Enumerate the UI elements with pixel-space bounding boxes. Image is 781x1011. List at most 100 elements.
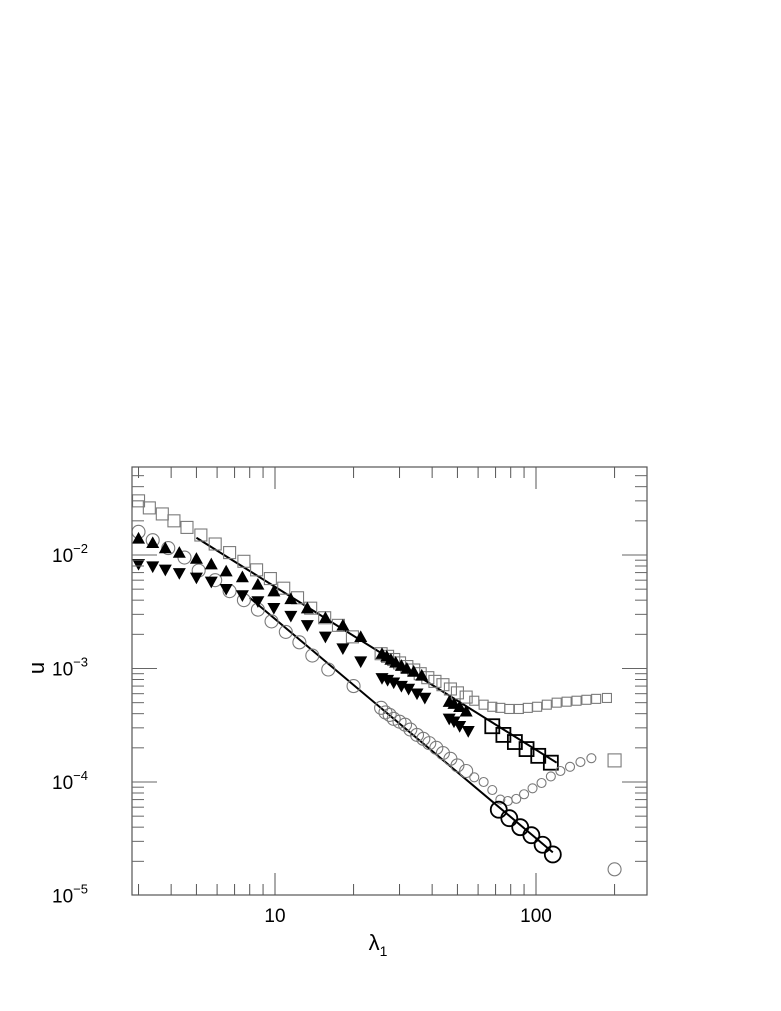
circle-marker	[607, 862, 622, 877]
plot-area	[131, 494, 622, 877]
circle-marker	[511, 793, 522, 804]
square-marker	[277, 581, 291, 595]
square-marker	[607, 753, 622, 768]
triangle-up-marker	[158, 541, 172, 554]
y-tick-label: 10−3	[52, 655, 88, 681]
circle-marker	[522, 826, 541, 845]
triangle-up-marker	[284, 592, 298, 605]
square-marker	[208, 537, 222, 551]
triangle-up-marker	[251, 577, 265, 590]
triangle-down-marker	[300, 620, 314, 632]
square-marker	[522, 702, 533, 713]
square-marker	[194, 528, 208, 542]
square-marker	[571, 695, 582, 706]
triangle-up-marker	[318, 611, 332, 623]
triangle-up-marker	[415, 668, 429, 681]
square-marker	[436, 678, 450, 692]
circle-marker	[564, 761, 576, 772]
triangle-up-marker	[172, 546, 186, 558]
square-marker	[180, 520, 194, 534]
triangle-up-marker	[267, 584, 281, 597]
triangle-down-marker	[267, 602, 281, 615]
triangle-down-marker	[172, 568, 186, 580]
triangle-down-marker	[402, 683, 416, 696]
square-marker	[513, 703, 524, 715]
triangle-up-marker	[336, 618, 350, 631]
triangle-down-marker	[284, 610, 298, 623]
circle-marker	[536, 777, 547, 789]
circle-marker	[511, 818, 530, 837]
triangle-up-marker	[354, 630, 368, 643]
triangle-down-marker	[354, 656, 368, 669]
circle-marker	[543, 845, 562, 864]
square-marker	[237, 554, 251, 568]
triangle-down-marker	[453, 721, 467, 733]
circle-marker	[519, 789, 530, 800]
triangle-up-marker	[204, 557, 218, 570]
circle-marker	[533, 835, 552, 854]
triangle-up-marker	[300, 601, 314, 614]
triangle-down-marker	[204, 576, 218, 589]
circle-marker	[398, 717, 413, 732]
circle-marker	[374, 700, 389, 715]
circle-marker	[495, 794, 506, 805]
circle-marker	[478, 776, 489, 788]
circle-marker	[545, 771, 556, 782]
x-axis-label: λ1	[369, 930, 388, 959]
square-marker	[478, 699, 489, 710]
square-marker	[167, 514, 181, 528]
square-marker	[591, 693, 602, 704]
triangle-up-marker	[235, 570, 249, 583]
square-marker	[250, 563, 264, 577]
square-marker	[443, 682, 457, 696]
square-marker	[223, 546, 237, 560]
triangle-up-marker	[400, 662, 414, 674]
square-marker	[504, 703, 515, 715]
fit-line	[249, 596, 554, 854]
triangle-down-marker	[410, 688, 424, 701]
circle-marker	[487, 784, 498, 796]
axis-ticks	[132, 467, 647, 895]
fit-line	[195, 536, 558, 764]
circle-marker	[292, 635, 307, 650]
square-marker	[581, 694, 592, 705]
y-tick-label: 10−2	[52, 541, 88, 567]
triangle-down-marker	[219, 583, 233, 596]
triangle-down-marker	[235, 590, 249, 602]
circle-marker	[346, 679, 361, 694]
y-tick-label: 10−5	[52, 882, 88, 908]
square-marker	[263, 572, 277, 586]
triangle-down-marker	[318, 631, 332, 644]
triangle-up-marker	[459, 704, 473, 717]
circle-marker	[555, 765, 566, 777]
square-marker	[469, 695, 480, 706]
triangle-up-marker	[146, 536, 160, 549]
x-tick-label: 100	[520, 906, 552, 927]
square-marker	[551, 697, 562, 708]
square-marker	[487, 701, 498, 712]
circle-marker	[264, 614, 279, 629]
circle-marker	[575, 756, 586, 768]
square-marker	[155, 507, 169, 521]
axes-frame	[131, 466, 648, 896]
triangle-down-marker	[251, 596, 265, 608]
square-marker	[318, 611, 332, 625]
triangle-up-marker	[407, 665, 421, 677]
circle-marker	[422, 736, 437, 751]
square-marker	[484, 718, 501, 735]
square-marker	[142, 501, 156, 515]
circle-marker	[469, 772, 480, 783]
triangle-down-marker	[132, 558, 146, 571]
square-marker	[450, 686, 464, 700]
triangle-down-marker	[418, 692, 432, 705]
square-marker	[541, 699, 552, 710]
triangle-up-marker	[219, 564, 233, 577]
triangle-down-marker	[387, 677, 401, 690]
circle-marker	[527, 783, 538, 794]
square-marker	[459, 690, 473, 704]
circle-marker	[321, 662, 336, 677]
triangle-down-marker	[146, 561, 160, 574]
circle-marker	[435, 745, 450, 761]
triangle-up-marker	[453, 700, 467, 712]
